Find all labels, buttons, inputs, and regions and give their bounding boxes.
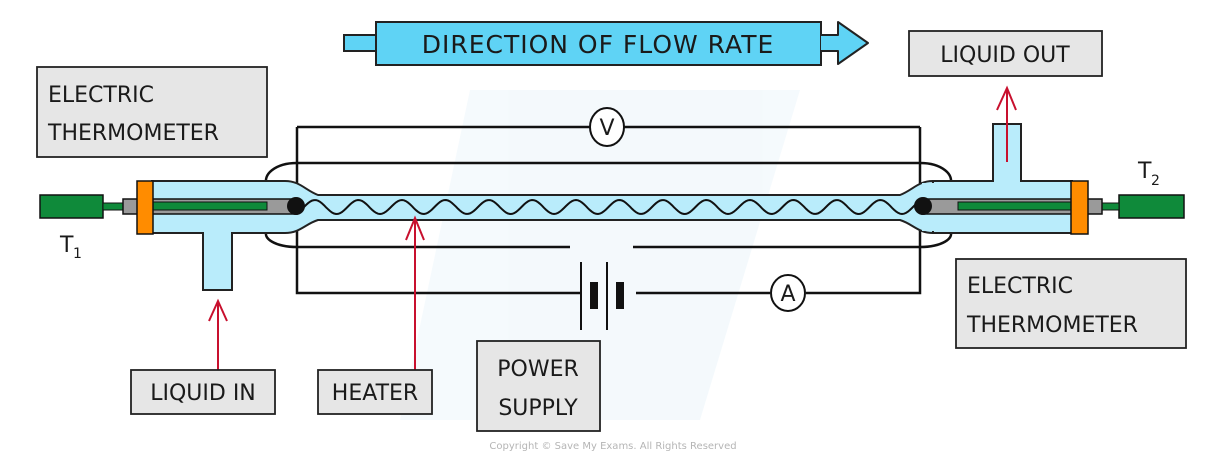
svg-text:LIQUID OUT: LIQUID OUT [940,43,1070,68]
thermometer-left [39,180,305,235]
svg-text:2: 2 [1151,173,1160,189]
thermometer-right [914,180,1185,235]
flow-direction-label: DIRECTION OF FLOW RATE [422,30,775,59]
svg-text:1: 1 [73,246,82,262]
label-power-supply: POWER SUPPLY [476,340,601,432]
label-heater: HEATER [317,369,433,415]
svg-text:THERMOMETER: THERMOMETER [966,313,1138,338]
thermometer-right-cap [1070,180,1089,235]
thermometer-left-cap [136,180,154,235]
label-liquid-in: LIQUID IN [130,369,276,415]
battery-icon [580,262,624,330]
svg-text:ELECTRIC: ELECTRIC [967,274,1073,299]
svg-text:T: T [59,233,74,258]
left-terminal [287,197,305,215]
label-liquid-out: LIQUID OUT [908,30,1103,77]
ammeter: A [770,274,806,312]
label-electric-thermometer-left: ELECTRIC THERMOMETER [36,66,268,158]
flow-arrow-tail [343,34,377,52]
flow-arrow-head [821,21,869,65]
watermark-logo [400,90,800,420]
svg-text:POWER: POWER [497,357,579,382]
ammeter-symbol: A [780,282,795,307]
voltmeter-symbol: V [599,116,614,141]
liquid-in-arrow-icon [208,298,228,370]
glass-jacket [264,161,953,249]
t1-label: T 1 [59,233,82,262]
svg-text:HEATER: HEATER [332,381,418,406]
svg-text:LIQUID IN: LIQUID IN [150,381,256,406]
svg-text:SUPPLY: SUPPLY [498,396,578,421]
t2-label: T 2 [1137,159,1160,189]
svg-text:THERMOMETER: THERMOMETER [47,121,219,146]
label-electric-thermometer-right: ELECTRIC THERMOMETER [955,258,1187,349]
liquid-out-arrow-icon [996,85,1017,162]
copyright-notice: Copyright © Save My Exams. All Rights Re… [489,441,736,452]
thermometer-right-body [1118,194,1185,219]
right-terminal [914,197,932,215]
wire-right-bottom [806,127,922,295]
right-chamber [922,123,1073,234]
flow-direction-arrow: DIRECTION OF FLOW RATE [343,21,869,66]
svg-text:T: T [1137,159,1152,184]
outlet-tube [932,123,1073,234]
voltmeter: V [589,107,625,147]
svg-text:ELECTRIC: ELECTRIC [48,83,154,108]
heater-arrow-icon [405,215,425,370]
thermometer-left-body [39,194,104,219]
heater-coil [303,198,917,216]
